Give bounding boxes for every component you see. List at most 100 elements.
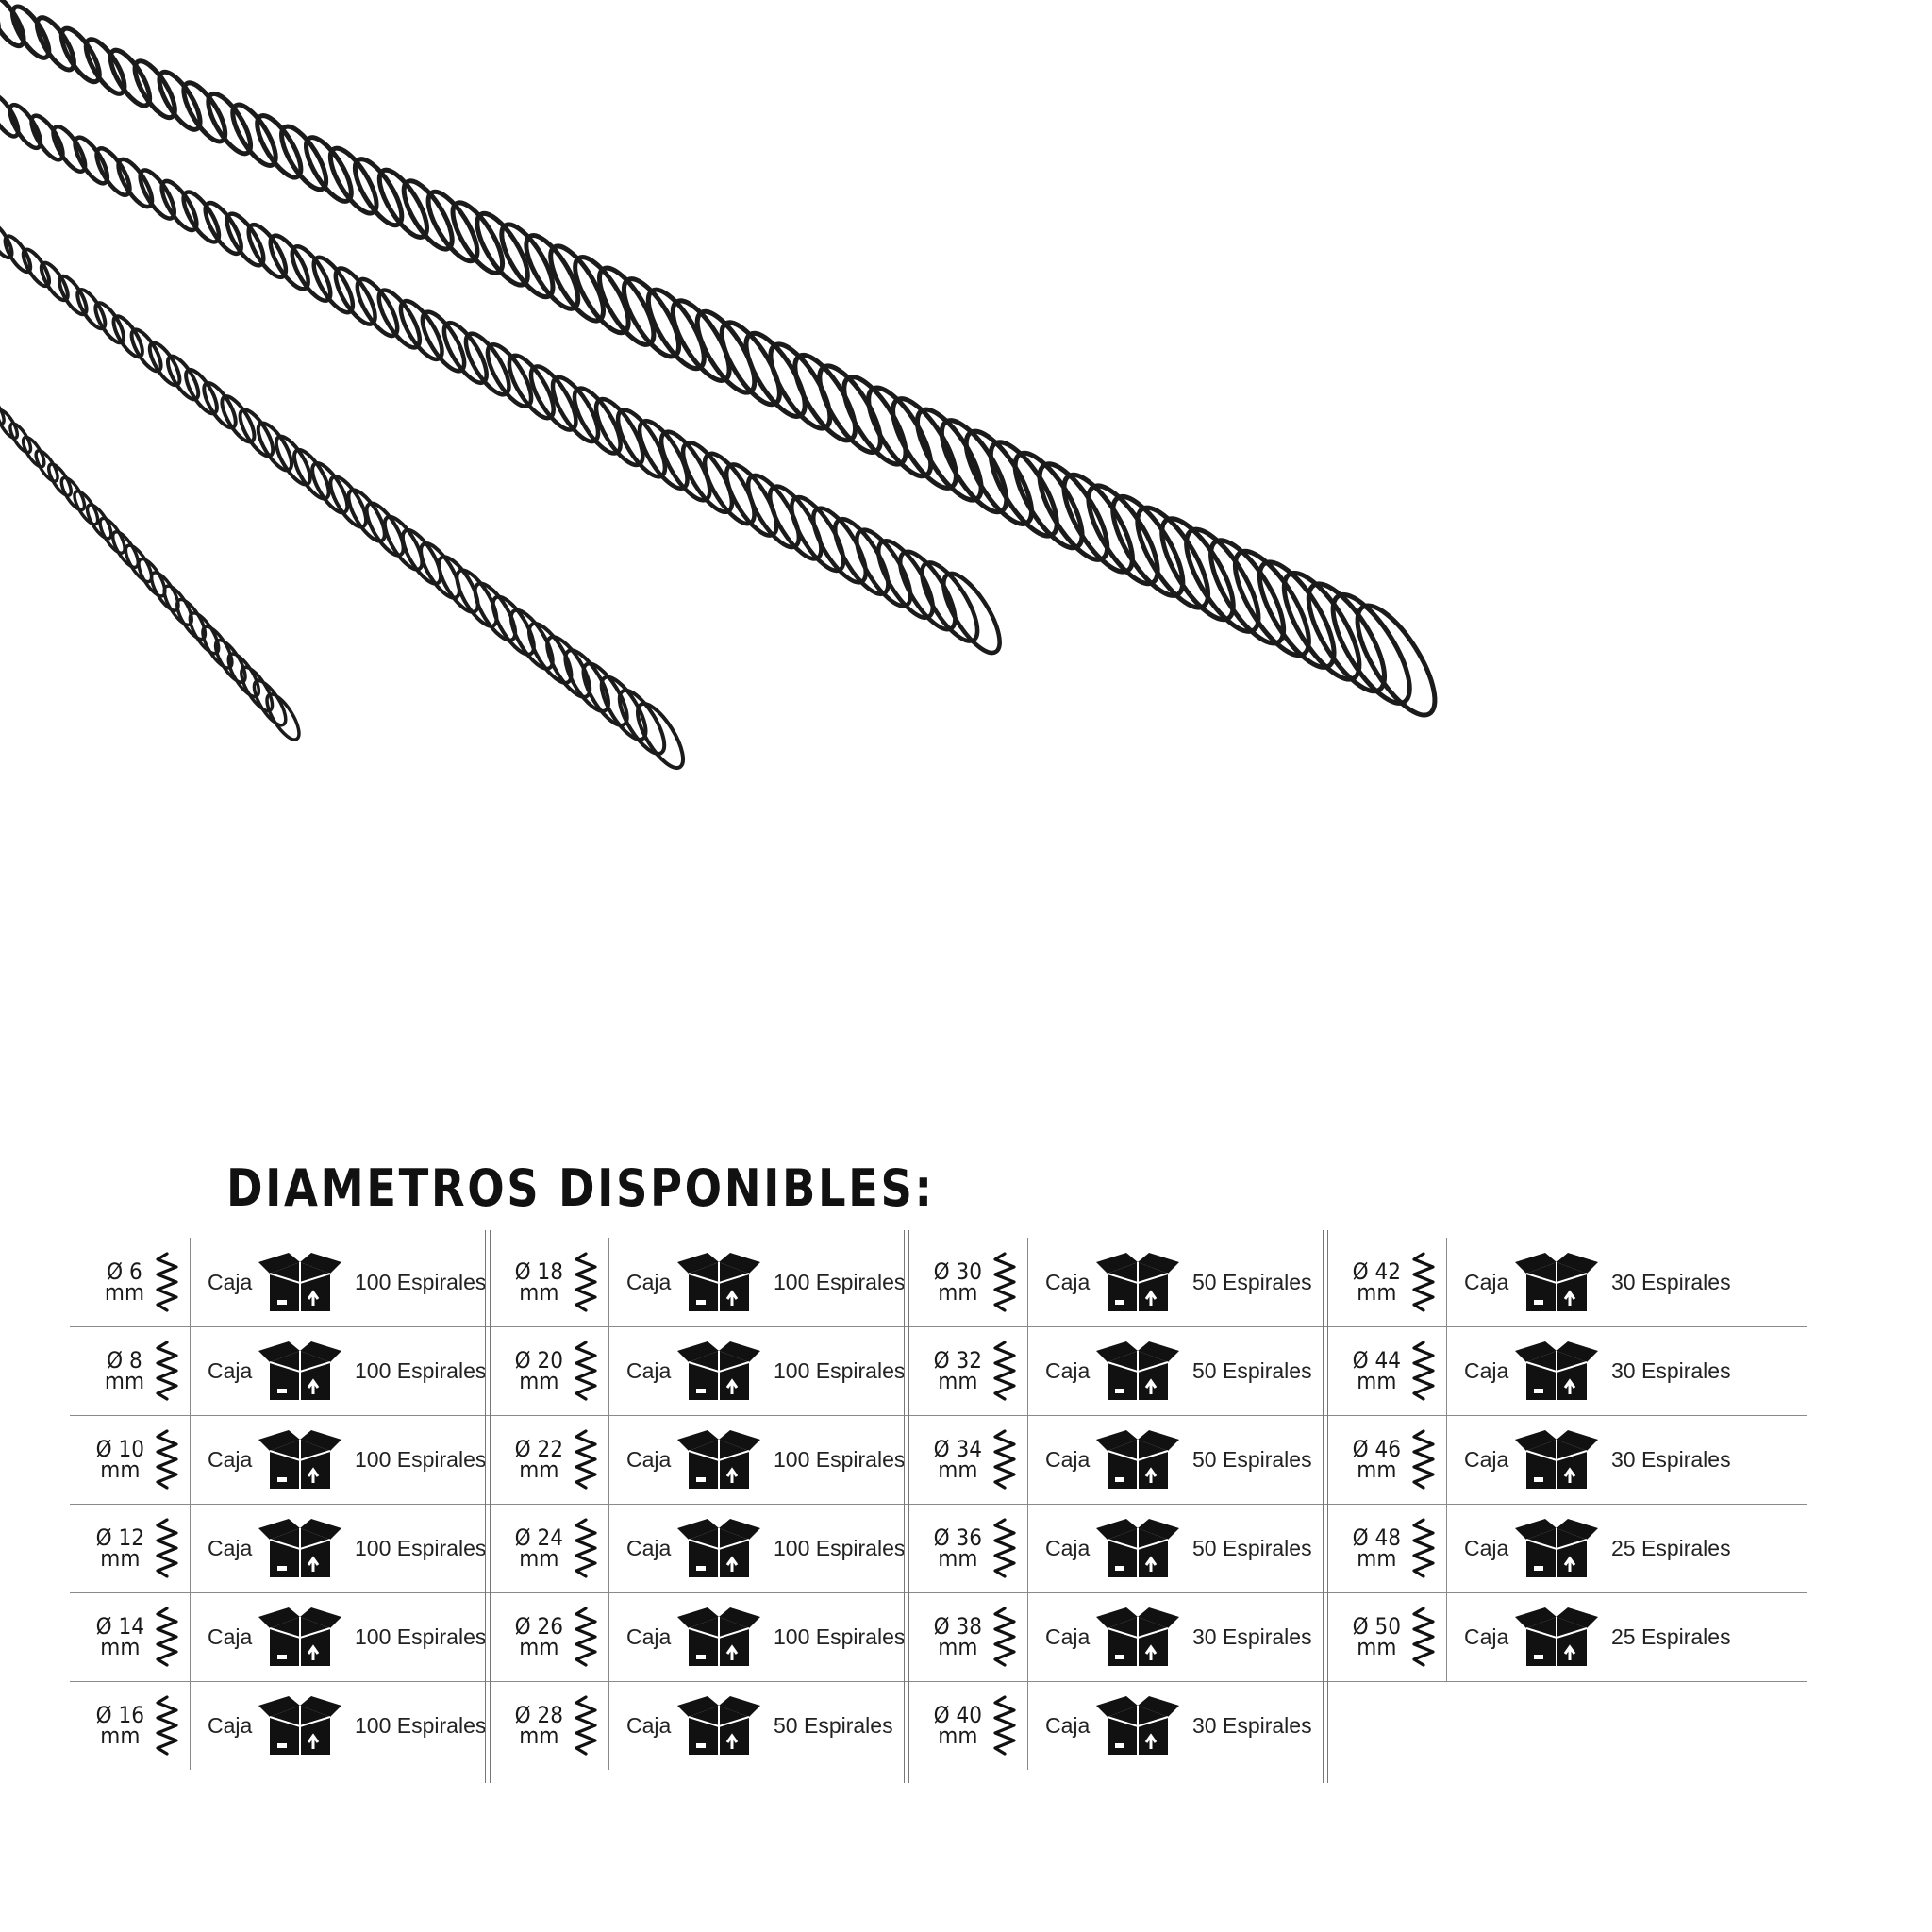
quantity-label: 100 Espirales [774, 1446, 906, 1472]
table-row: Ø 30 mm Caja 50 Espirales [908, 1238, 1326, 1327]
diameter-label: Ø 34 mm [933, 1436, 982, 1481]
diameter-value: Ø 38 [933, 1613, 982, 1640]
diameter-value: Ø 34 [933, 1436, 982, 1462]
container-label: Caja [1045, 1357, 1091, 1383]
diameter-label: Ø 46 mm [1353, 1438, 1401, 1483]
diameter-unit: mm [519, 1545, 559, 1572]
coil-loop [255, 113, 304, 180]
coil-loop [635, 701, 686, 771]
diameter-cell: Ø 10 mm [70, 1415, 191, 1504]
diameter-value: Ø 40 [933, 1702, 982, 1728]
diameter-value: Ø 48 [1352, 1524, 1401, 1551]
diameter-unit: mm [519, 1723, 559, 1749]
diameter-label: Ø 26 mm [515, 1615, 563, 1658]
box-icon [1515, 1607, 1598, 1666]
box-icon [677, 1607, 760, 1666]
box-icon [1096, 1430, 1179, 1489]
diameter-unit: mm [1357, 1279, 1397, 1306]
quantity-label: 30 Espirales [1611, 1269, 1731, 1294]
quantity-label: 30 Espirales [1192, 1624, 1312, 1649]
diameter-unit: mm [1357, 1457, 1397, 1483]
coil-loop [9, 4, 52, 60]
coil-loop [364, 501, 406, 558]
coil-loop [1306, 581, 1388, 694]
diameter-label: Ø 16 mm [96, 1704, 144, 1749]
diameter-cell: Ø 24 mm [489, 1504, 609, 1592]
container-label: Caja [208, 1535, 253, 1560]
diameter-value: Ø 30 [933, 1258, 982, 1285]
coil-loop [94, 146, 132, 197]
diameter-cell: Ø 36 mm [908, 1504, 1028, 1592]
coil-loop [73, 135, 110, 186]
coil-loop [159, 178, 199, 233]
coil-loop [34, 15, 76, 73]
diameter-label: Ø 38 mm [933, 1613, 982, 1658]
quantity-label: 100 Espirales [774, 1357, 906, 1383]
diameter-cell: Ø 14 mm [70, 1592, 191, 1681]
coil-loop [1037, 461, 1110, 562]
coil-loop [265, 692, 301, 741]
diameter-cell: Ø 22 mm [489, 1415, 609, 1504]
container-label: Caja [626, 1535, 672, 1560]
diameter-label: Ø 48 mm [1352, 1524, 1401, 1572]
diameter-unit: mm [100, 1545, 141, 1572]
quantity-label: 30 Espirales [1611, 1446, 1731, 1472]
quantity-label: 100 Espirales [355, 1624, 487, 1649]
coil-loop [963, 428, 1035, 526]
container-label: Caja [208, 1624, 253, 1649]
coil-loop [279, 124, 329, 192]
coil-loop [111, 314, 144, 359]
container-label: Caja [208, 1446, 253, 1472]
table-row: Ø 28 mm Caja 50 Espirales [489, 1681, 908, 1770]
diameter-value: Ø 8 [107, 1347, 142, 1374]
coil-loop [206, 91, 254, 157]
coil-loop [230, 102, 278, 168]
spring-icon [1412, 1429, 1435, 1490]
spring-icon [156, 1252, 178, 1312]
coil-loop [419, 541, 461, 600]
quantity-label: 25 Espirales [1611, 1624, 1731, 1649]
box-icon [677, 1253, 760, 1311]
coil-loop [437, 555, 480, 614]
box-icon [258, 1341, 341, 1400]
coil-loop [0, 79, 1, 129]
spring-icon [575, 1252, 597, 1312]
diameter-label: Ø 22 mm [515, 1438, 563, 1483]
diameter-value: Ø 50 [1352, 1613, 1401, 1640]
diameter-cell: Ø 16 mm [70, 1681, 191, 1770]
coil-loop [108, 47, 153, 108]
coil-loop [376, 167, 429, 240]
coil-loop [0, 408, 20, 441]
spring-icon [575, 1429, 597, 1490]
coil-loop [132, 58, 177, 121]
table-row: Ø 12 mm Caja 100 Espirales [70, 1504, 553, 1593]
table-row: Ø 14 mm Caja 100 Espirales [70, 1592, 553, 1682]
spring-icon [156, 1518, 178, 1578]
diameter-value: Ø 10 [95, 1436, 144, 1462]
table-row: Ø 20 mm Caja 100 Espirales [489, 1326, 908, 1416]
diameter-unit: mm [100, 1723, 141, 1749]
diameter-value: Ø 6 [107, 1258, 142, 1285]
coil-loop [420, 309, 467, 374]
coil-loop [382, 514, 425, 572]
spring-icon [156, 1341, 178, 1401]
coil-loop [238, 408, 275, 458]
box-icon [258, 1430, 341, 1489]
diameter-unit: mm [519, 1457, 559, 1483]
coil-loop [21, 247, 52, 289]
box-icon [258, 1519, 341, 1577]
diameter-label: Ø 18 mm [515, 1260, 563, 1304]
group-divider [904, 1230, 909, 1783]
diameter-unit: mm [1357, 1545, 1397, 1572]
coil-loop [1355, 603, 1438, 718]
box-icon [1515, 1519, 1598, 1577]
table-row: Ø 32 mm Caja 50 Espirales [908, 1326, 1326, 1416]
spring-icon [1412, 1341, 1435, 1401]
diameter-label: Ø 32 mm [934, 1349, 982, 1392]
diameter-unit: mm [519, 1368, 559, 1394]
spring-icon [1412, 1252, 1435, 1312]
container-label: Caja [1464, 1624, 1509, 1649]
diameter-unit: mm [104, 1368, 144, 1394]
quantity-label: 25 Espirales [1611, 1535, 1731, 1560]
quantity-label: 100 Espirales [355, 1269, 487, 1294]
